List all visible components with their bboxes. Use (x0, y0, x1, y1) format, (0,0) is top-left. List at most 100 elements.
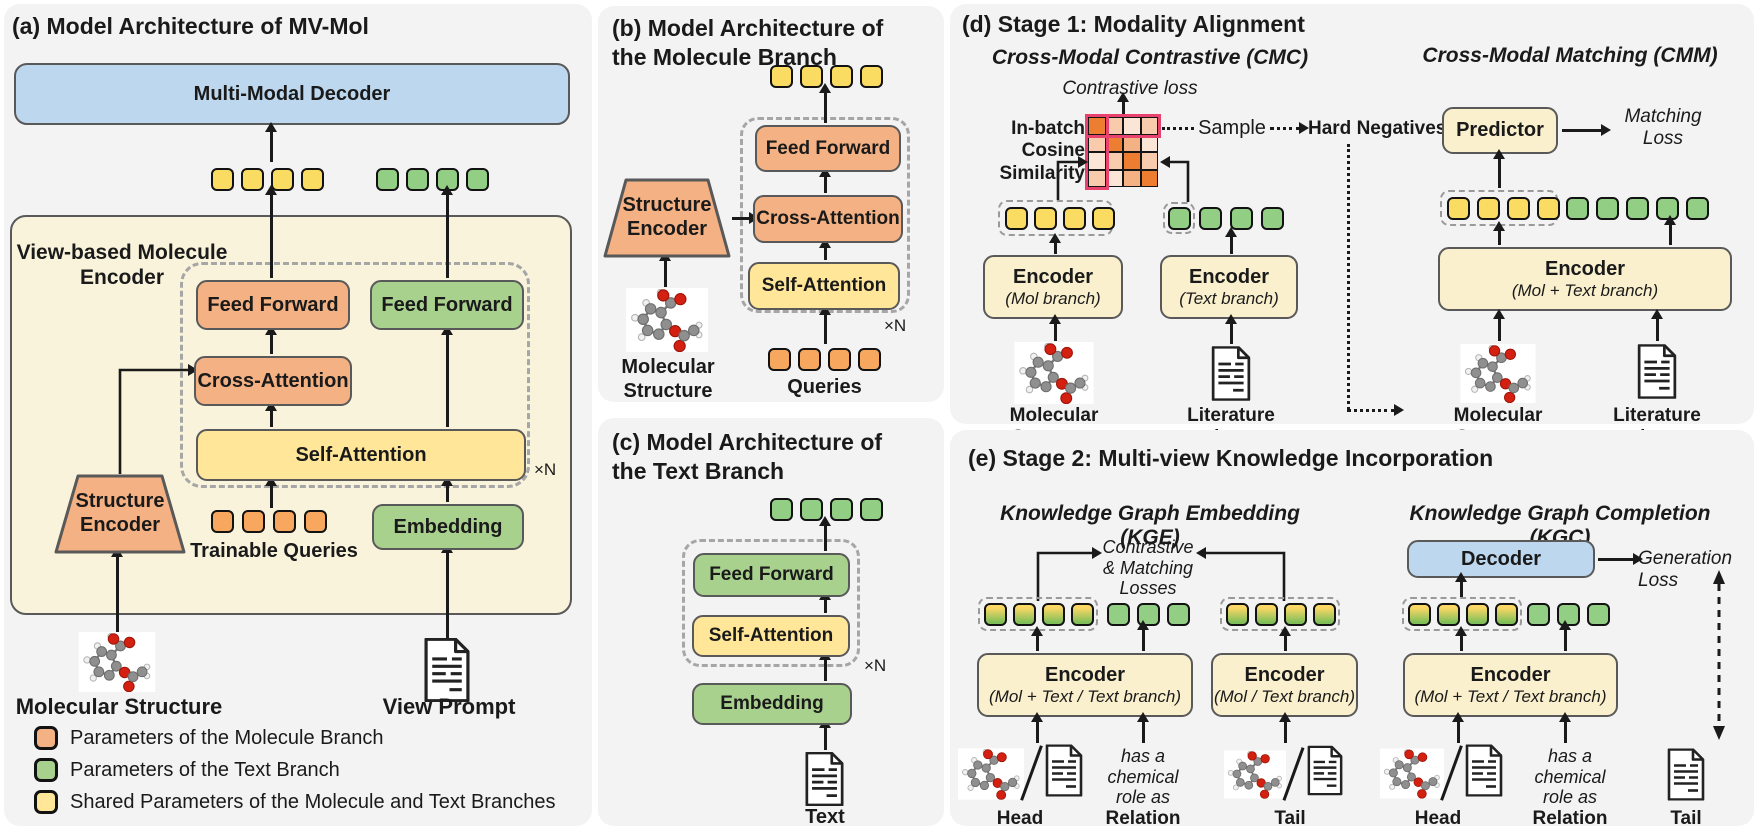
token-gradient (1255, 603, 1278, 626)
transformer-block-dashed-box (180, 262, 530, 488)
token-yellow (770, 65, 793, 88)
arrow-embedding-to-sa (819, 650, 830, 681)
token-yellow (301, 168, 324, 191)
query-token (304, 510, 327, 533)
embedding-box: Embedding (692, 683, 852, 725)
token-yellow (1092, 207, 1115, 230)
token-green (770, 498, 793, 521)
token-yellow (1477, 197, 1500, 220)
matrix-cell (1140, 169, 1158, 187)
arrow-encoder-to-tokens (1559, 620, 1570, 651)
matrix-cell (1140, 117, 1158, 135)
transformer-block-dashed-box (682, 539, 860, 667)
token-green (1686, 197, 1709, 220)
arrow-tokens-to-decoder (1455, 572, 1466, 597)
arrow-predictor-to-loss (1562, 124, 1611, 135)
arrow-molecule-to-structure-encoder (111, 547, 122, 633)
legend-swatch-yellow (34, 790, 58, 814)
view-prompt-document-icon (422, 638, 472, 702)
text-document-icon (803, 752, 846, 806)
token-yellow (800, 65, 823, 88)
query-token (858, 348, 881, 371)
cls-token-outline (1163, 202, 1195, 234)
token-gradient (1042, 603, 1065, 626)
token-yellow (1063, 207, 1086, 230)
arrow-molecule-to-structure-encoder (659, 251, 670, 287)
token-gradient (984, 603, 1007, 626)
token-green (1199, 207, 1222, 230)
arrow-queries-to-sa (265, 476, 276, 508)
feed-forward-box: Feed Forward (693, 553, 850, 597)
document-icon (1464, 744, 1504, 797)
encoder-mol-branch-box: Encoder (Mol branch) (983, 255, 1123, 319)
token-yellow (241, 168, 264, 191)
panel-b-title: (b) Model Architecture of the Molecule B… (612, 15, 884, 70)
molecular-structure-label: Molecular Structure (15, 694, 223, 719)
tail-document-icon (1666, 748, 1706, 801)
arrow-input-to-encoder (1137, 712, 1148, 743)
kge-encoder-head-box: Encoder (Mol + Text / Text branch) (977, 653, 1193, 717)
token-green (1107, 603, 1130, 626)
molecule-image (1014, 342, 1094, 404)
kge-subtitle: Knowledge Graph Embedding (KGE) (1000, 502, 1300, 549)
kgc-encoder-box: Encoder (Mol + Text / Text branch) (1403, 653, 1618, 717)
arrow-decoder-to-generation-loss (1598, 553, 1643, 564)
token-yellow (1005, 207, 1028, 230)
token-green (1168, 207, 1191, 230)
arrow-encoder-to-tokens (1137, 620, 1148, 651)
token-gradient (1408, 603, 1431, 626)
repeat-n-label: ×N (884, 316, 907, 335)
token-yellow (1034, 207, 1057, 230)
molecular-structure-label: Molecular Structure (621, 356, 715, 402)
relation-text: has a chemical role as (1534, 746, 1606, 808)
token-gradient (1437, 603, 1460, 626)
arrow-viewprompt-to-embedding (441, 543, 452, 640)
contrastive-matching-losses-label: Contrastive & Matching Losses (1102, 537, 1194, 599)
repeat-n-label: ×N (534, 460, 557, 479)
encoder-mol-text-branch-box: Encoder (Mol + Text branch) (1438, 247, 1732, 311)
feed-forward-mol-box: Feed Forward (196, 280, 350, 330)
token-yellow (211, 168, 234, 191)
dotted-line-matrix-to-sample (1162, 127, 1194, 130)
legend-swatch-green (34, 758, 58, 782)
token-green (1230, 207, 1253, 230)
token-gradient (1071, 603, 1094, 626)
container-label: View-based Molecule Encoder (16, 241, 228, 289)
matrix-col-highlight (1085, 114, 1109, 190)
arrow-tokens-to-predictor (1493, 149, 1504, 188)
relation-label: Relation (1105, 808, 1181, 829)
panel-d-title: (d) Stage 1: Modality Alignment (962, 11, 1305, 37)
token-yellow (271, 168, 294, 191)
token-green (1566, 197, 1589, 220)
literature-document-icon (1636, 344, 1678, 399)
matrix-cell (1088, 117, 1106, 135)
arrow-input-to-encoder (1225, 314, 1236, 344)
legend-item-shared: Shared Parameters of the Molecule and Te… (34, 790, 555, 814)
text-label: Text (805, 806, 845, 828)
tail-label: Tail (1274, 808, 1306, 829)
hard-negatives-flow-line (1347, 409, 1395, 412)
arrow-encoder-to-tokens (1455, 626, 1466, 651)
head-label: Head (1414, 808, 1462, 829)
matrix-cell (1140, 152, 1158, 170)
arrow-input-to-encoder (1651, 309, 1662, 341)
elbow-arrow-structure-to-crossattention (118, 364, 198, 474)
matrix-cell (1140, 134, 1158, 152)
token-green (860, 498, 883, 521)
arrow-ff-to-tokens (819, 83, 830, 123)
kge-encoder-tail-box: Encoder (Mol / Text branch) (1211, 653, 1358, 717)
query-token (211, 510, 234, 533)
token-gradient (1284, 603, 1307, 626)
head-label: Head (996, 808, 1044, 829)
arrow-encoder-to-tokens (1279, 626, 1290, 651)
token-green (1527, 603, 1550, 626)
token-yellow (1537, 197, 1560, 220)
molecule-image (1460, 344, 1536, 403)
literature-document-icon (1210, 346, 1252, 401)
arrow-input-to-encoder (1049, 314, 1060, 341)
arrow-ca-to-ff (265, 325, 276, 354)
arrow-sa-to-ff (441, 325, 452, 427)
token-gradient (1495, 603, 1518, 626)
contrastive-loss-label: Contrastive loss (1062, 78, 1198, 99)
